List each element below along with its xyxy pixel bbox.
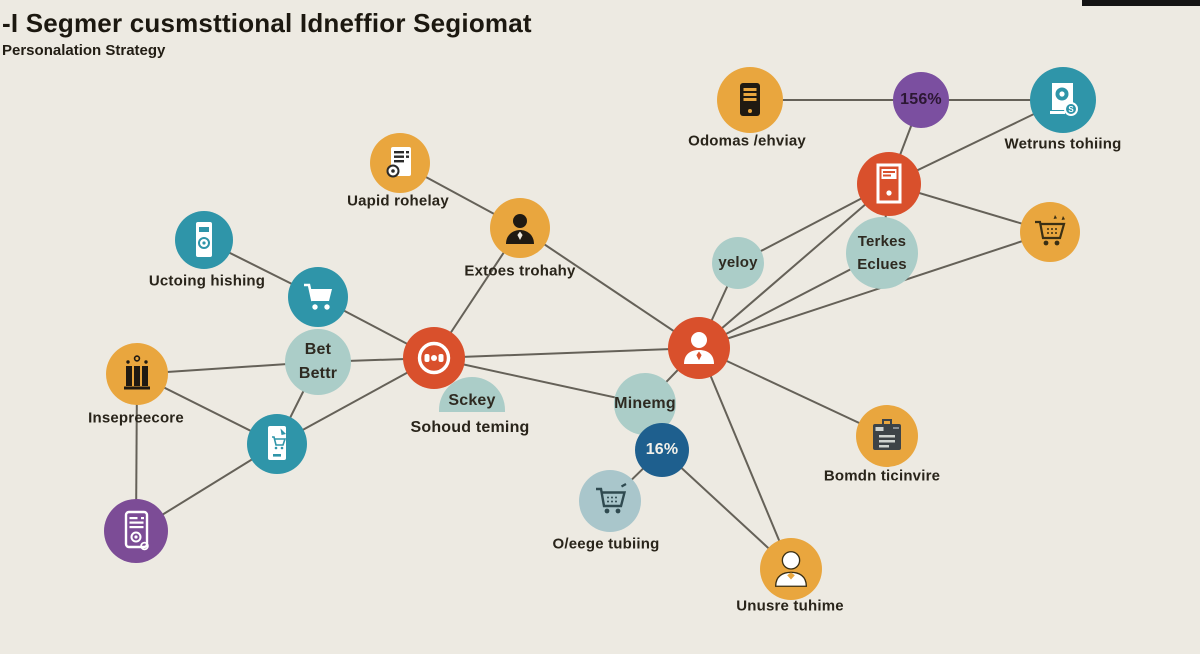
edge-line [698,231,1051,349]
header: -I Segmer cusmsttional Idneffior Segioma… [2,8,532,59]
node-pct156-value: 156% [900,90,942,108]
user-icon [684,332,714,364]
node-betbettr: Bet Bettr [285,329,351,395]
node-extoes-label: Extoes trohahy [464,262,576,280]
document-gear-outline-icon [124,510,149,551]
node-unusre-label: Unusre tuhime [736,597,844,615]
node-yeloy: yeloy [712,237,764,289]
node-wetruns-label: Wetruns tohiing [1004,135,1122,153]
person-outline-icon [774,551,808,587]
node-yeloy-text: yeloy [718,254,758,272]
edge-line [433,357,646,405]
sparkle-cart-icon [1035,215,1066,246]
node-wetruns: S [1030,67,1096,133]
node-oeege [579,470,641,532]
node-uctoing [175,211,233,269]
node-orangecart [1020,202,1080,262]
node-odomas-label: Odomas /ehviay [688,132,806,150]
node-bomdn [856,405,918,467]
node-betbettr-line1: Bet [304,341,332,359]
node-tealphone [247,414,307,474]
node-insep [106,343,168,405]
node-betbettr-line2: Bettr [298,364,338,382]
node-sohoud-label: Sohoud teming [410,419,530,436]
edge-line [698,347,888,437]
receipt-terminal-icon [876,163,902,204]
node-tealcart [288,267,348,327]
node-extoes [490,198,550,258]
shopping-cart-icon [304,283,332,310]
page-subtitle: Personalation Strategy [2,42,166,59]
document-gear-icon [386,147,411,178]
node-pct16-value: 16% [645,440,679,458]
node-terkes: Terkes Eclues [846,217,918,289]
node-bomdn-label: Bomdn ticinvire [823,467,941,485]
node-odomas [717,67,783,133]
node-uapid-label: Uapid rohelay [347,192,449,210]
node-minemg-text: Minemg [614,394,676,412]
person-bust-icon [506,214,534,244]
cart-outline-icon [596,483,627,514]
phone-cart-icon [268,426,287,460]
lens-ring-icon [417,341,451,375]
node-pct16: 16% [635,423,689,477]
node-sckey-text: Sckey [448,392,496,409]
edge-line [519,227,700,349]
svg-text:S: S [1068,105,1074,114]
node-terkes-line2: Eclues [857,256,907,273]
browser-card-icon [873,419,901,450]
node-uctoing-label: Uctoing hishing [148,272,266,290]
node-person-central [668,317,730,379]
edge-line [698,183,890,349]
node-pct156: 156% [893,72,949,128]
ledger-badge-icon: S [1050,83,1078,116]
node-insep-label: Insepreecore [88,409,184,427]
edge-line [698,347,792,570]
top-edge-bar [1082,0,1200,6]
edge-line [433,347,700,359]
media-player-icon [196,222,212,257]
page-title: -I Segmer cusmsttional Idneffior Segioma… [2,8,532,38]
node-purpledoc [104,499,168,563]
node-oeege-label: O/eege tubiing [552,535,660,553]
node-unusre [760,538,822,600]
smartphone-icon [740,83,760,116]
node-terkes-line1: Terkes [857,232,907,250]
node-uapid [370,133,430,193]
node-reddoc [857,152,921,216]
building-columns-icon [124,355,150,390]
node-sckeyred [403,327,465,389]
